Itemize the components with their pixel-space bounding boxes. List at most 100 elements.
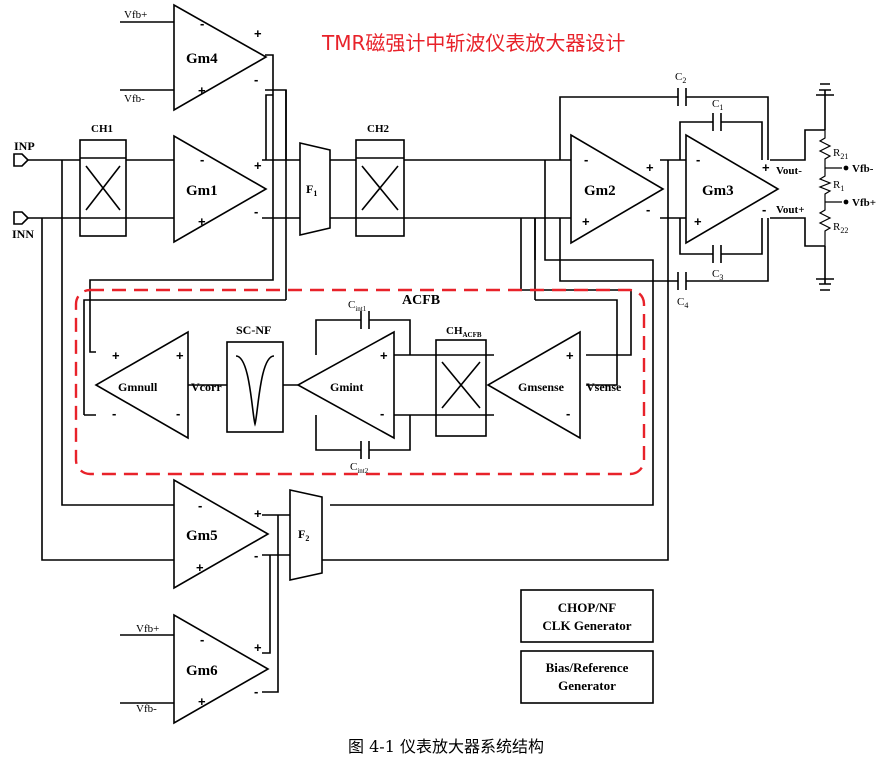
cint1-label: Cint1	[348, 299, 367, 313]
ch-acfb-chopper: CHACFB	[435, 325, 494, 437]
vcorr-label: Vcorr	[191, 380, 222, 394]
gm4-minus: -	[200, 16, 204, 31]
gm6-label: Gm6	[186, 663, 218, 679]
chop-clk-generator: CHOP/NF CLK Generator	[520, 589, 654, 643]
gm2-out-minus: -	[646, 202, 650, 217]
c1-label: C1	[712, 98, 723, 112]
gm2-minus: -	[584, 152, 588, 167]
gm2-amplifier: Gm2 - + + -	[570, 133, 665, 245]
gmint-amplifier: Gmint + - Cint1 Cint2	[296, 299, 436, 475]
ch1-wiring	[41, 160, 174, 561]
gm2-out-plus: +	[646, 160, 654, 175]
c2-label: C2	[675, 71, 686, 85]
gmnull-label: Gmnull	[118, 380, 158, 394]
gm4-out-plus: +	[254, 26, 262, 41]
r21-label: R21	[833, 147, 848, 161]
gmsense-in-plus: +	[566, 348, 574, 363]
bias-reference-generator: Bias/Reference Generator	[520, 650, 654, 704]
f2-label: F2	[298, 527, 309, 543]
gmnull-out-minus: -	[112, 406, 116, 421]
figure-caption: 图 4-1 仪表放大器系统结构	[348, 737, 544, 756]
feedback-resistor-ladder: R21 R1 R22 Vfb- Vfb+	[816, 83, 876, 291]
gm4-plus: +	[198, 83, 206, 98]
gm6-out-minus: -	[254, 684, 258, 699]
gm6-vfb-plus: Vfb+	[136, 623, 159, 635]
gmsense-amplifier: Gmsense + - Vsense	[486, 330, 622, 440]
gm1-out-plus: +	[254, 158, 262, 173]
inp-label: INP	[14, 139, 35, 153]
bias-gen-line2: Generator	[558, 678, 616, 693]
compensation-capacitors: C2 C1 C3 C4	[559, 71, 769, 310]
chop-gen-line2: CLK Generator	[542, 618, 631, 633]
scnf-label: SC-NF	[236, 323, 271, 337]
vout-minus-label: Vout-	[776, 165, 802, 177]
chop-gen-line1: CHOP/NF	[558, 600, 617, 615]
gm6-out-plus: +	[254, 640, 262, 655]
gm4-label: Gm4	[186, 51, 218, 67]
c3-label: C3	[712, 268, 723, 282]
gmnull-in-plus: +	[176, 348, 184, 363]
f1-filter: F1	[299, 141, 331, 237]
feedback-buses	[322, 160, 669, 561]
gmnull-out-plus: +	[112, 348, 120, 363]
gm5-plus: +	[196, 560, 204, 575]
inp-port: INP	[13, 139, 35, 167]
gm5-label: Gm5	[186, 528, 218, 544]
vfb-minus-out-label: Vfb-	[852, 163, 874, 175]
gm4-vfb-plus: Vfb+	[124, 9, 147, 21]
acfb-loop-boundary	[74, 288, 646, 476]
ch1-label: CH1	[91, 123, 113, 135]
r1-label: R1	[833, 179, 844, 193]
gm3-out-plus: +	[762, 160, 770, 175]
inn-port: INN	[12, 211, 34, 241]
gm1-out-minus: -	[254, 204, 258, 219]
gm3-amplifier: Gm3 - + + -	[685, 133, 780, 245]
cint2-label: Cint2	[350, 461, 369, 475]
gm3-minus: -	[696, 152, 700, 167]
gm4-amplifier: Gm4 - + + - Vfb+ Vfb-	[120, 3, 268, 112]
gm2-plus: +	[582, 214, 590, 229]
gm1-amplifier: Gm1 - + + -	[173, 134, 268, 244]
diagram-title: TMR磁强计中斩波仪表放大器设计	[321, 31, 625, 55]
gm4-out-minus: -	[254, 72, 258, 87]
gm3-plus: +	[694, 214, 702, 229]
gm6-vfb-minus: Vfb-	[136, 703, 157, 715]
gmint-in-plus: +	[380, 348, 388, 363]
ch2-label: CH2	[367, 123, 390, 135]
gm5-out-minus: -	[254, 548, 258, 563]
vfb-plus-out-label: Vfb+	[852, 197, 876, 209]
gm5-minus: -	[198, 498, 202, 513]
gm4-vfb-minus: Vfb-	[124, 93, 145, 105]
ch2-chopper: CH2	[355, 123, 405, 237]
gm2-label: Gm2	[584, 183, 616, 199]
vsense-label: Vsense	[586, 380, 622, 394]
c4-label: C4	[677, 296, 688, 310]
vout-plus-label: Vout+	[776, 204, 804, 216]
acfb-label: ACFB	[402, 293, 440, 308]
inn-label: INN	[12, 227, 34, 241]
gm6-amplifier: Gm6 - + + - Vfb+ Vfb-	[120, 515, 279, 725]
gmint-in-minus: -	[380, 406, 384, 421]
r22-label: R22	[833, 221, 848, 235]
f2-filter: F2	[289, 489, 323, 581]
bias-gen-line1: Bias/Reference	[546, 660, 629, 675]
gmint-label: Gmint	[330, 380, 363, 394]
f1-label: F1	[306, 182, 317, 198]
gm1-plus: +	[198, 214, 206, 229]
scnf-notch-filter: SC-NF	[188, 323, 298, 433]
gm5-out-plus: +	[254, 506, 262, 521]
gm1-label: Gm1	[186, 183, 218, 199]
gmsense-in-minus: -	[566, 406, 570, 421]
ch-acfb-label: CHACFB	[446, 325, 482, 339]
gmsense-label: Gmsense	[518, 380, 565, 394]
gm5-amplifier: Gm5 - + + -	[173, 478, 290, 590]
gm1-minus: -	[200, 152, 204, 167]
gmnull-in-minus: -	[176, 406, 180, 421]
gm3-out-minus: -	[762, 202, 766, 217]
ch1-chopper: CH1	[79, 123, 127, 237]
gm6-plus: +	[198, 694, 206, 709]
gm3-label: Gm3	[702, 183, 734, 199]
gm6-minus: -	[200, 632, 204, 647]
main-signal-wires	[28, 54, 825, 353]
